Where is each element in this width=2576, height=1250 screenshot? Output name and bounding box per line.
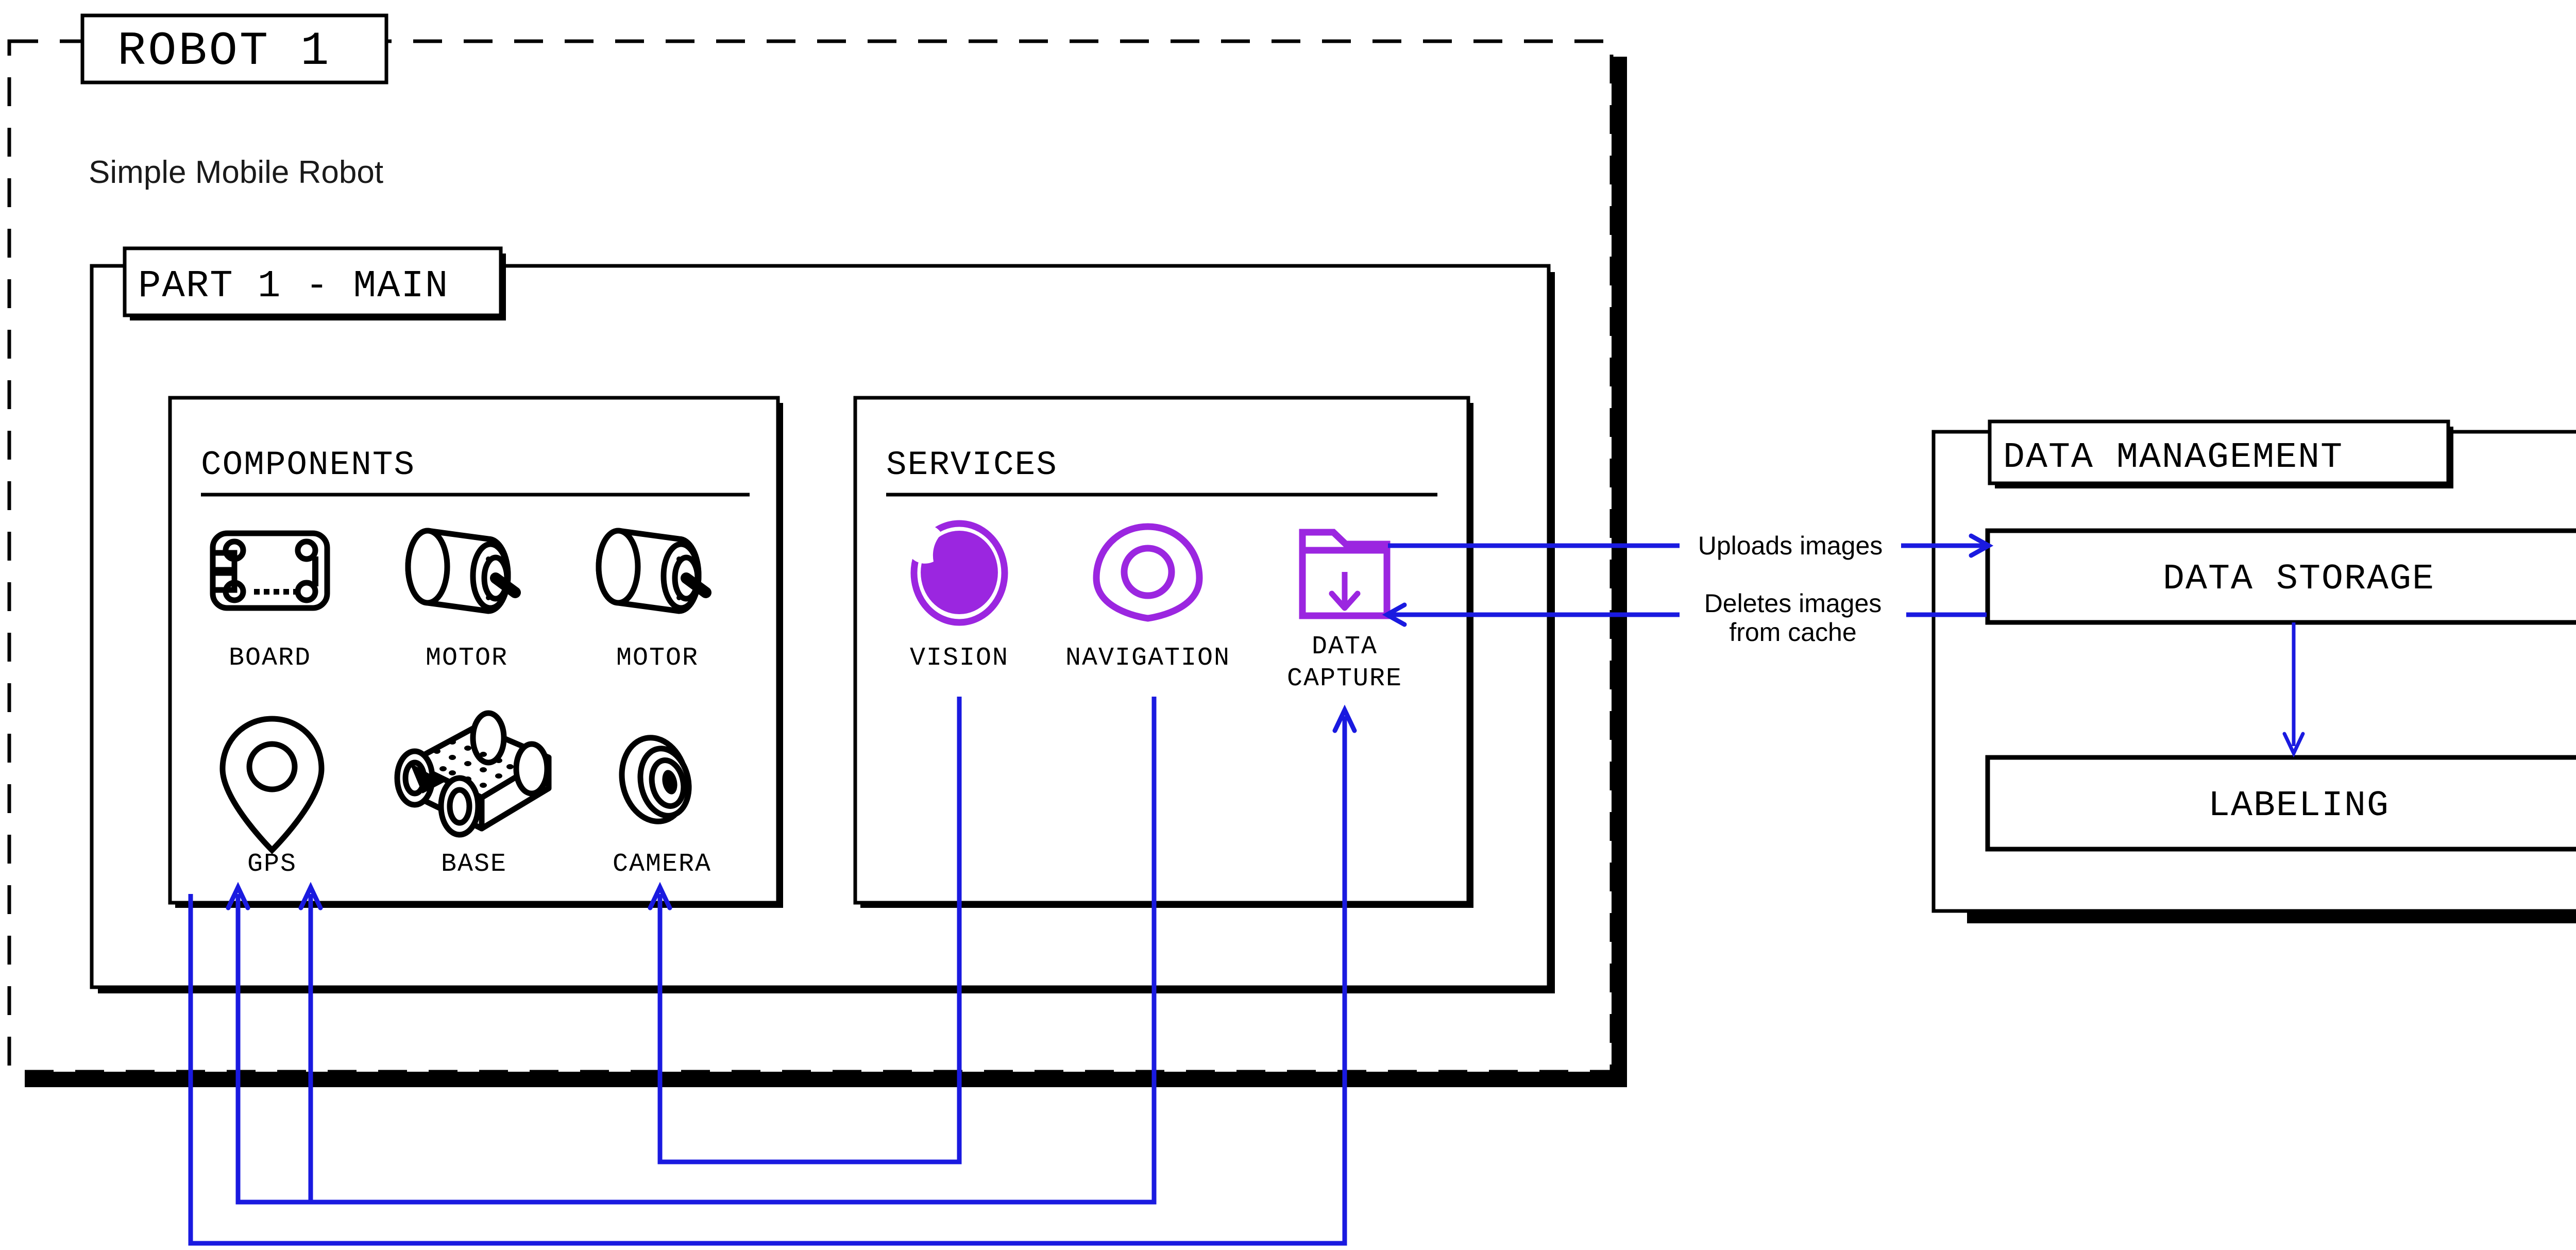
part-title: PART 1 - MAIN [138,265,449,308]
motor-icon [596,528,711,614]
components-item-label-motor-1: MOTOR [426,644,508,673]
components-panel-title: COMPONENTS [201,446,415,484]
connection-deletes-label-line1: Deletes images [1704,589,1882,618]
labeling-label: LABELING [2208,786,2389,826]
connection-deletes-images: Deletes images from cache [1382,589,1987,647]
map-pin-icon [219,716,325,854]
connection-to-data-capture [188,704,1357,1246]
rover-base-icon [394,710,552,838]
connection-storage-to-labeling [2282,622,2305,758]
components-item-label-motor-2: MOTOR [616,644,699,673]
robot-subtitle: Simple Mobile Robot [89,155,383,190]
data-management-title-box [1988,419,2450,485]
connection-uploads-label: Uploads images [1698,531,1883,560]
components-item-label-gps: GPS [247,850,297,879]
data-management-title: DATA MANAGEMENT [2003,437,2343,478]
eye-icon [905,520,1008,626]
data-storage-label: DATA STORAGE [2163,559,2435,600]
components-item-label-base: BASE [441,850,507,879]
part-title-box [123,246,503,317]
components-item-label-camera: CAMERA [613,850,711,879]
robot-title: ROBOT 1 [117,24,331,78]
services-item-label-vision: VISION [910,644,1009,673]
services-item-label-navigation: NAVIGATION [1065,644,1230,673]
circuit-board-icon [210,530,330,611]
connection-deletes-label-line2: from cache [1729,618,1856,647]
connection-camera-to-vision [648,697,962,1164]
labeling-block[interactable] [1985,755,2576,852]
motor-icon [405,528,521,614]
robot-container-dashed-border [7,39,1614,1074]
connection-uploads-images: Uploads images [1388,531,1994,560]
connection-gps-to-navigation [226,882,1154,1205]
components-item-label-board: BOARD [229,644,311,673]
map-pin-icon [1093,523,1203,622]
robot-title-box [80,13,388,85]
services-item-label-data-capture-line2: CAPTURE [1287,664,1402,694]
camera-lens-icon [619,735,692,824]
data-storage-block[interactable] [1985,528,2576,625]
services-item-label-data-capture-line1: DATA [1312,632,1378,662]
folder-download-icon [1299,529,1391,619]
services-panel-title: SERVICES [886,446,1058,484]
